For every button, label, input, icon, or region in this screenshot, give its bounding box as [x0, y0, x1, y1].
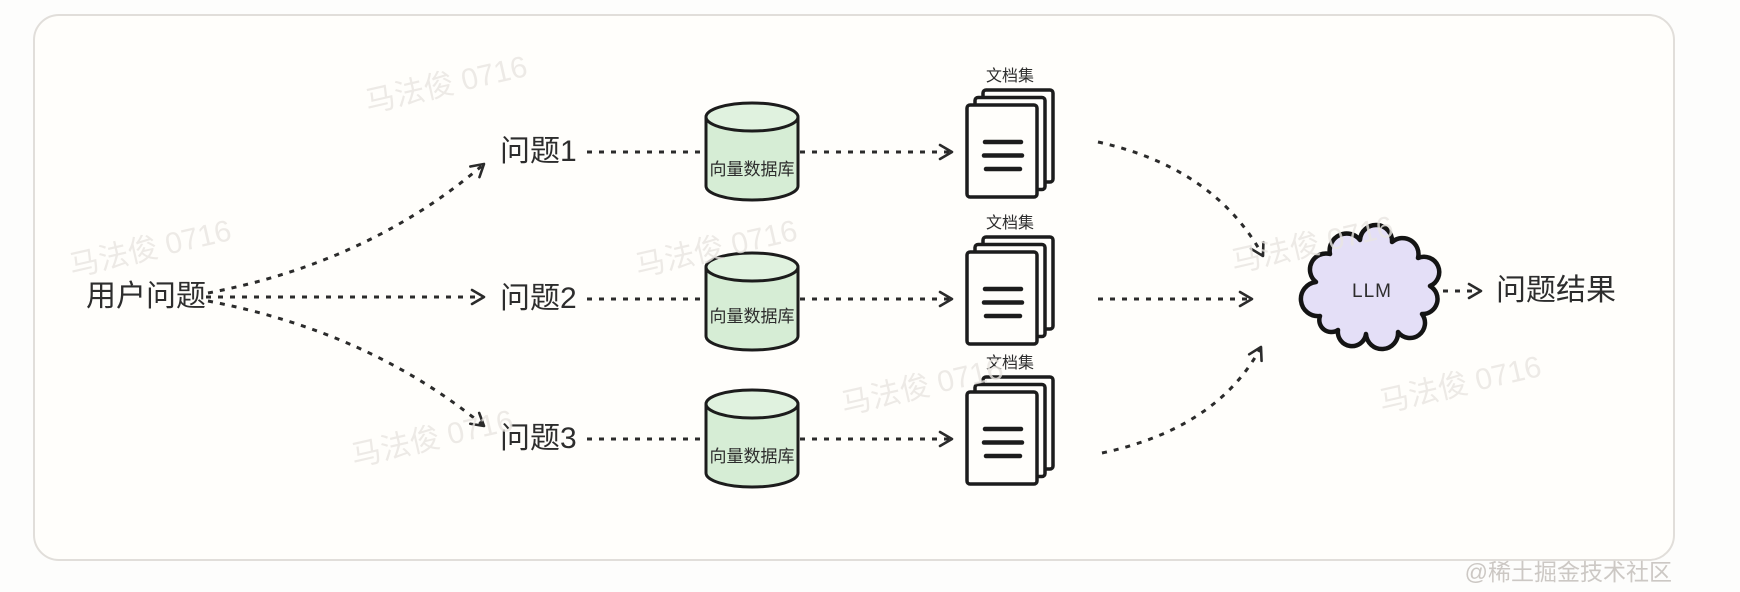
docs-set-label: 文档集 [985, 355, 1034, 372]
question-3-label: 问题3 [500, 422, 577, 455]
vector-db-cylinder [704, 117, 800, 202]
question-1-label: 问题1 [500, 135, 577, 168]
vector-db-cylinder [704, 404, 800, 489]
docs-set-label: 文档集 [985, 68, 1034, 85]
question-2-label: 问题2 [500, 282, 577, 315]
row-2-shapes [587, 235, 1254, 352]
llm-cloud-icon [1298, 222, 1442, 352]
arrow-docs1-to-llm [1097, 140, 1265, 258]
document-stack-icon [965, 235, 1055, 346]
doc-page-front [965, 103, 1039, 199]
docs-set-label: 文档集 [985, 215, 1034, 232]
user-question-label: 用户问题 [86, 280, 206, 313]
row-1-shapes [587, 88, 1265, 258]
doc-page-front [965, 390, 1039, 486]
vector-db-cylinder-top [704, 101, 800, 133]
doc-page-front [965, 250, 1039, 346]
community-watermark: @稀土掘金技术社区 [1464, 559, 1672, 585]
fanout-arrows [206, 162, 486, 428]
vector-db-cylinder [704, 267, 800, 352]
llm-label: LLM [1352, 281, 1392, 302]
vector-db-label: 向量数据库 [709, 447, 795, 466]
vector-db-cylinder-top [704, 251, 800, 283]
vector-db-cylinder-top [704, 388, 800, 420]
document-stack-icon [965, 88, 1055, 199]
arrow-docs3-to-llm [1101, 345, 1263, 455]
result-label: 问题结果 [1496, 274, 1616, 307]
arrow-source-to-q3 [207, 299, 486, 428]
vector-db-label: 向量数据库 [709, 307, 795, 326]
row-3-shapes [587, 345, 1263, 489]
arrow-source-to-q1 [207, 162, 486, 295]
vector-db-label: 向量数据库 [709, 160, 795, 179]
document-stack-icon [965, 375, 1055, 486]
